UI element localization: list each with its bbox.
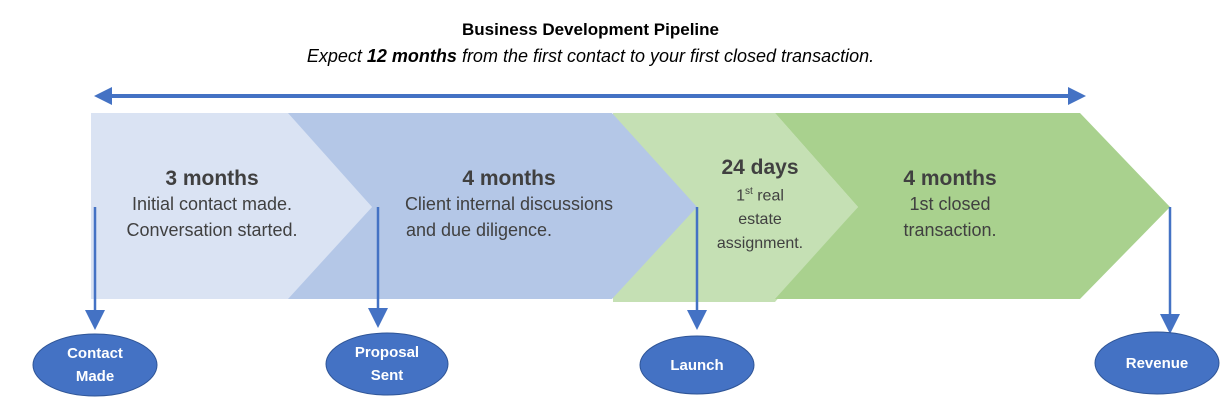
milestone-launch-shape — [639, 335, 755, 395]
stage-4-label: 4 months 1st closed transaction. — [860, 167, 1040, 243]
stage-description: 1st closed — [909, 194, 991, 214]
stage-description: Client internal discussions — [404, 194, 614, 214]
milestone-proposal-sent-shape — [325, 332, 449, 396]
subtitle-text: Expect — [306, 46, 367, 66]
stage-duration: 4 months — [462, 167, 556, 190]
stage-3-label: 24 days 1st real estate assignment. — [695, 156, 825, 256]
stage-1-chevron — [91, 113, 372, 299]
milestone-launch: Launch — [640, 336, 754, 394]
stage-description: Initial contact made. — [131, 194, 293, 214]
stage-description: assignment. — [716, 235, 804, 253]
stage-description: transaction. — [903, 220, 997, 240]
stage-description: estate — [738, 211, 782, 229]
stage-description-text: real — [752, 187, 784, 205]
stage-duration: 24 days — [721, 156, 799, 179]
stage-3-chevron — [613, 113, 858, 302]
subtitle-emphasis: 12 months — [366, 46, 457, 66]
stage-description: and due diligence. — [405, 220, 553, 240]
milestone-label: Proposal — [354, 344, 420, 361]
milestone-label: Launch — [670, 356, 724, 374]
milestone-label: Made — [75, 368, 115, 385]
diagram-subtitle: Expect 12 months from the first contact … — [0, 46, 1181, 67]
milestone-label: Sent — [370, 367, 404, 384]
stage-4-chevron — [775, 113, 1170, 299]
timeline-arrow — [94, 87, 1086, 105]
milestone-contact-made-shape — [32, 333, 158, 397]
stage-1-label: 3 months Initial contact made. Conversat… — [102, 167, 322, 243]
subtitle-text: from the first contact to your first clo… — [456, 46, 875, 66]
stage-2-label: 4 months Client internal discussions and… — [370, 167, 648, 243]
milestone-label: Revenue — [1125, 354, 1189, 372]
stage-2-chevron — [288, 113, 697, 299]
milestone-revenue: Revenue — [1095, 332, 1219, 394]
milestone-label: Contact — [67, 345, 123, 362]
stage-description: 1st real — [695, 180, 825, 208]
milestone-revenue-shape — [1094, 331, 1220, 395]
ordinal-number: 1 — [736, 187, 745, 205]
stage-duration: 3 months — [165, 167, 259, 190]
diagram-title: Business Development Pipeline — [462, 20, 719, 39]
stage-description: Conversation started. — [126, 220, 298, 240]
stage-duration: 4 months — [903, 167, 997, 190]
ordinal-suffix: st — [745, 186, 753, 197]
